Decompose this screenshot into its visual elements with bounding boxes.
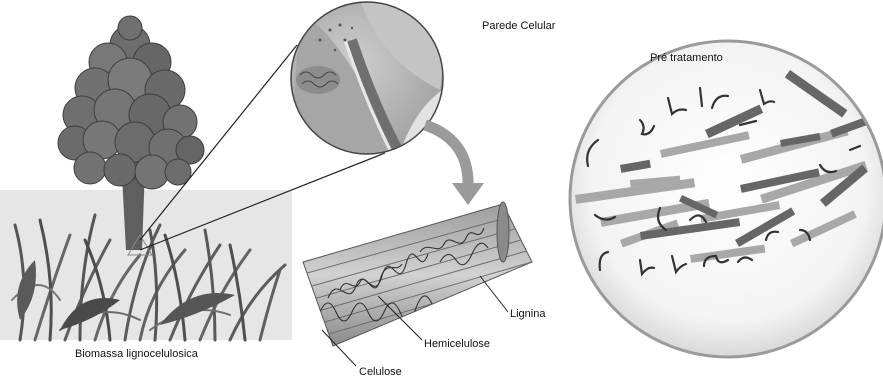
cell-wall-zoom xyxy=(290,0,455,160)
cellulose-label: Celulose xyxy=(359,367,402,378)
zoom-arrow xyxy=(425,125,484,205)
cell-wall-label: Parede Celular xyxy=(482,21,555,32)
lignin-callout xyxy=(480,276,508,312)
lignin-label: Lignina xyxy=(510,309,545,320)
fiber-bundle xyxy=(300,202,534,346)
tree-scene xyxy=(0,16,292,340)
pretreatment-label: Pré tratamento xyxy=(650,53,723,64)
hemicellulose-label: Hemicelulose xyxy=(424,339,490,350)
biomass-label: Biomassa lignocelulosica xyxy=(75,349,198,360)
tree-canopy xyxy=(58,16,204,189)
pretreatment-zoom xyxy=(570,41,883,357)
